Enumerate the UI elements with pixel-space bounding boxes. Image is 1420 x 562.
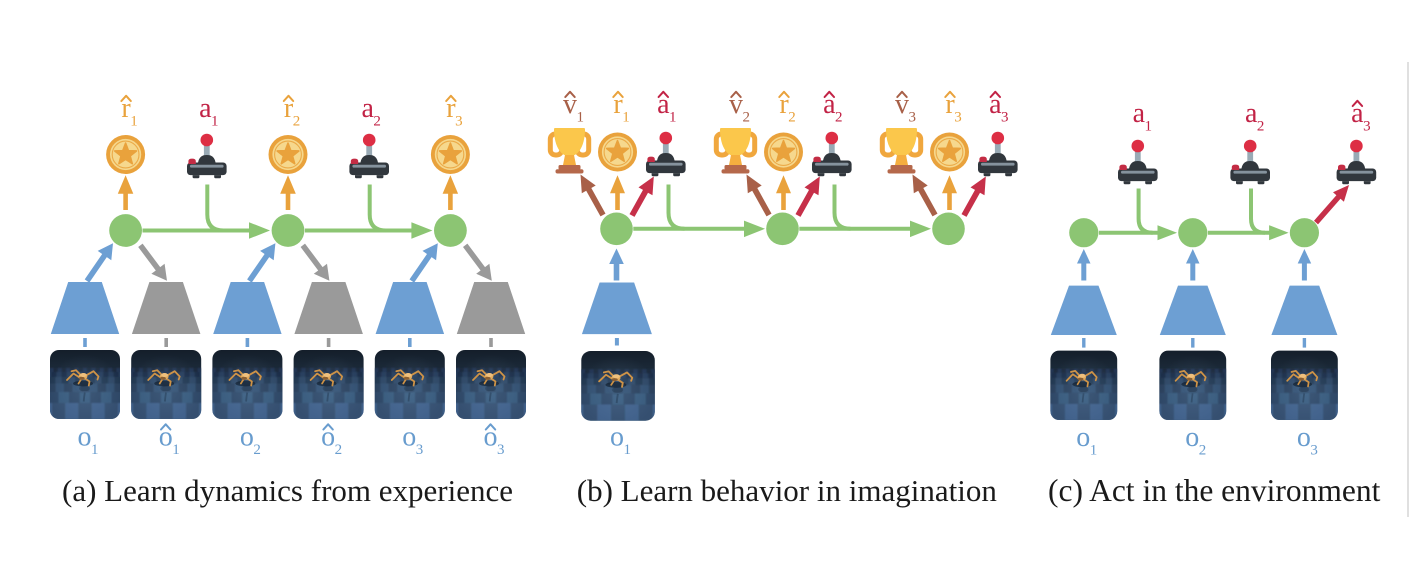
svg-text:3: 3	[1363, 119, 1371, 135]
svg-text:(a) Learn dynamics from experi: (a) Learn dynamics from experience	[62, 473, 513, 508]
svg-text:r: r	[945, 89, 955, 120]
svg-text:3: 3	[1310, 442, 1318, 458]
svg-text:o: o	[402, 422, 416, 453]
svg-text:r: r	[121, 93, 131, 124]
svg-text:o: o	[78, 422, 92, 453]
svg-text:o: o	[1185, 422, 1199, 453]
svg-text:a: a	[1245, 98, 1258, 129]
svg-text:2: 2	[253, 442, 261, 458]
svg-text:o: o	[1297, 422, 1311, 453]
svg-text:(c) Act in the environment: (c) Act in the environment	[1048, 473, 1381, 508]
svg-text:(b) Learn behavior in imaginat: (b) Learn behavior in imagination	[577, 473, 998, 508]
svg-text:v: v	[895, 89, 909, 120]
svg-text:v: v	[729, 89, 743, 120]
svg-text:r: r	[613, 89, 623, 120]
svg-text:o: o	[240, 422, 254, 453]
svg-text:o: o	[610, 422, 624, 453]
svg-text:1: 1	[91, 442, 99, 458]
svg-text:r: r	[446, 93, 456, 124]
svg-text:2: 2	[293, 114, 301, 130]
svg-text:2: 2	[373, 114, 381, 130]
svg-text:3: 3	[909, 110, 917, 126]
svg-text:2: 2	[335, 442, 343, 458]
svg-text:1: 1	[669, 110, 677, 126]
svg-text:o: o	[484, 422, 498, 453]
svg-text:a: a	[199, 93, 212, 124]
svg-text:3: 3	[455, 114, 463, 130]
svg-text:o: o	[1076, 422, 1090, 453]
svg-text:3: 3	[954, 110, 962, 126]
svg-text:v: v	[563, 89, 577, 120]
svg-text:3: 3	[1001, 110, 1009, 126]
svg-text:1: 1	[1090, 442, 1098, 458]
svg-text:a: a	[361, 93, 374, 124]
svg-text:1: 1	[624, 442, 632, 458]
svg-text:a: a	[1133, 98, 1146, 129]
svg-text:1: 1	[577, 110, 585, 126]
svg-text:1: 1	[172, 442, 180, 458]
svg-text:2: 2	[788, 110, 796, 126]
svg-text:o: o	[159, 422, 173, 453]
svg-text:2: 2	[1199, 442, 1207, 458]
svg-text:r: r	[779, 89, 789, 120]
svg-text:2: 2	[743, 110, 751, 126]
svg-text:1: 1	[130, 114, 138, 130]
svg-text:r: r	[284, 93, 294, 124]
svg-text:1: 1	[622, 110, 630, 126]
svg-text:3: 3	[497, 442, 505, 458]
svg-text:3: 3	[416, 442, 424, 458]
svg-text:2: 2	[1257, 119, 1265, 135]
svg-text:o: o	[321, 422, 335, 453]
svg-text:1: 1	[211, 114, 219, 130]
svg-text:1: 1	[1145, 119, 1153, 135]
svg-text:2: 2	[835, 110, 843, 126]
